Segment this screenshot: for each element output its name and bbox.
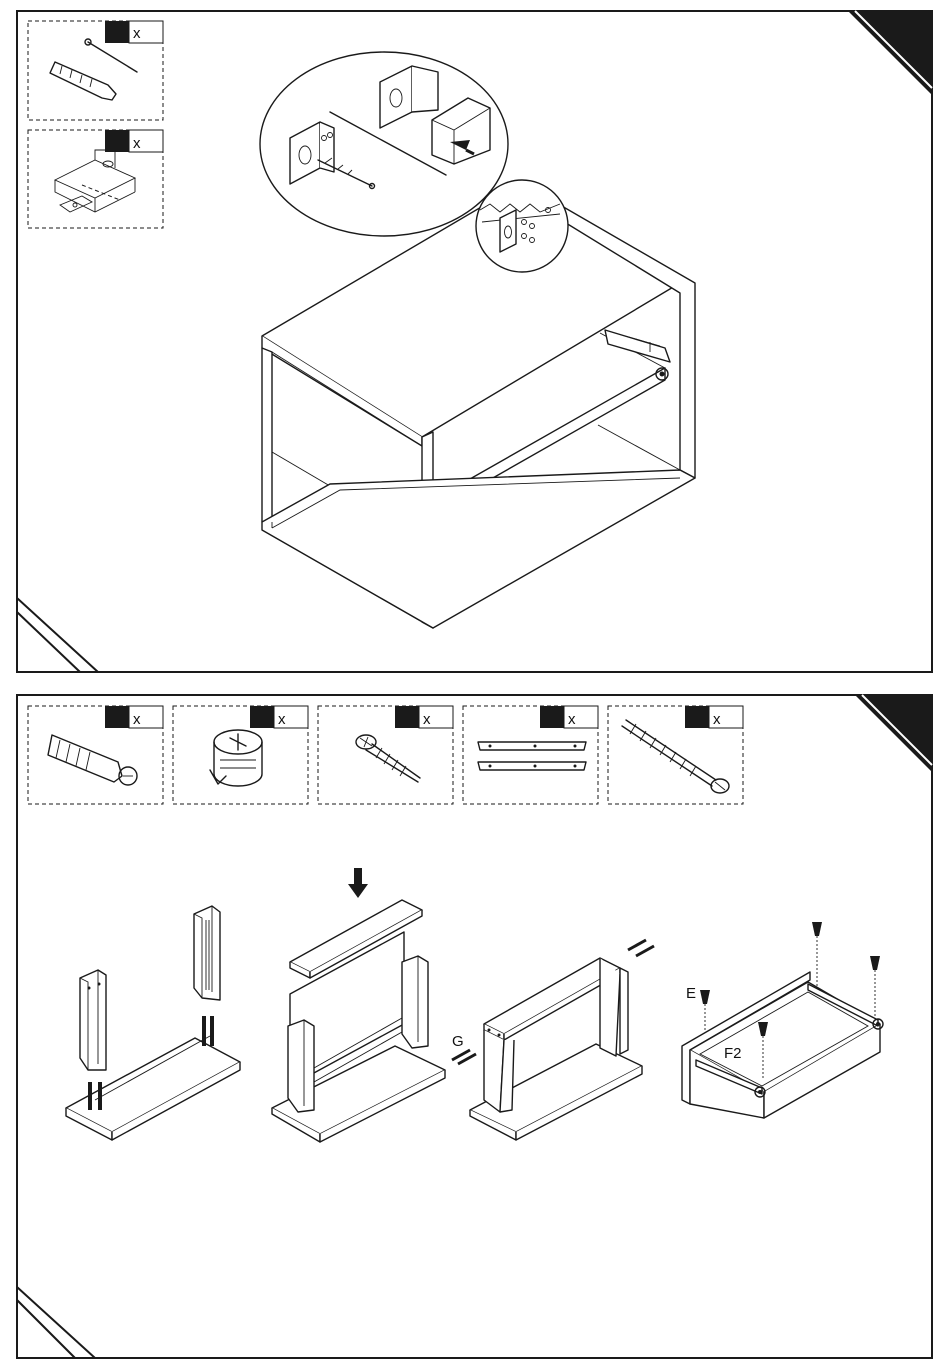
- corner-triangle-bottom-left: [17, 598, 98, 672]
- corner-triangle-top-right: [855, 695, 932, 772]
- label-g: G: [452, 1033, 464, 1050]
- part-box-cam-dowel: x: [28, 706, 163, 804]
- assembly-substep-1: [66, 906, 240, 1140]
- detail-zoom-bracket: [260, 52, 508, 236]
- part-box-bracket: x: [28, 130, 163, 228]
- qty-mark: x: [133, 25, 141, 42]
- qty-mark: x: [278, 711, 286, 728]
- qty-mark: x: [713, 711, 721, 728]
- cam-lock-icon: [210, 730, 262, 786]
- cabinet-assembled: [262, 180, 695, 628]
- part-box-cam-lock: x: [173, 706, 308, 804]
- corner-triangle-bottom-left: [17, 1287, 95, 1358]
- assembly-substep-4: E F2: [682, 922, 883, 1118]
- long-screw-icon: [622, 720, 729, 793]
- qty-mark: x: [133, 135, 141, 152]
- part-box-drawer-runners: x: [463, 706, 598, 804]
- label-e: E: [686, 985, 696, 1002]
- qty-mark: x: [133, 711, 141, 728]
- qty-mark: x: [568, 711, 576, 728]
- drawer-runner-pair-icon: [478, 742, 586, 770]
- cam-dowel-icon: [48, 735, 137, 785]
- part-box-long-screw: x: [608, 706, 743, 804]
- part-box-wall-plug: x: [28, 21, 163, 120]
- qty-mark: x: [423, 711, 431, 728]
- assembly-substep-3: G: [452, 940, 654, 1140]
- hanging-bracket-icon: [55, 150, 135, 212]
- wall-plug-and-screw-icon: [50, 39, 137, 100]
- assembly-substep-2: [272, 868, 445, 1142]
- down-arrow-icon: [348, 868, 368, 898]
- countersunk-screw-icon: [356, 735, 420, 782]
- corner-triangle-top-right: [848, 11, 932, 95]
- part-box-countersunk-screw: x: [318, 706, 453, 804]
- label-f2: F2: [724, 1045, 742, 1062]
- qty-box-black: [105, 21, 129, 43]
